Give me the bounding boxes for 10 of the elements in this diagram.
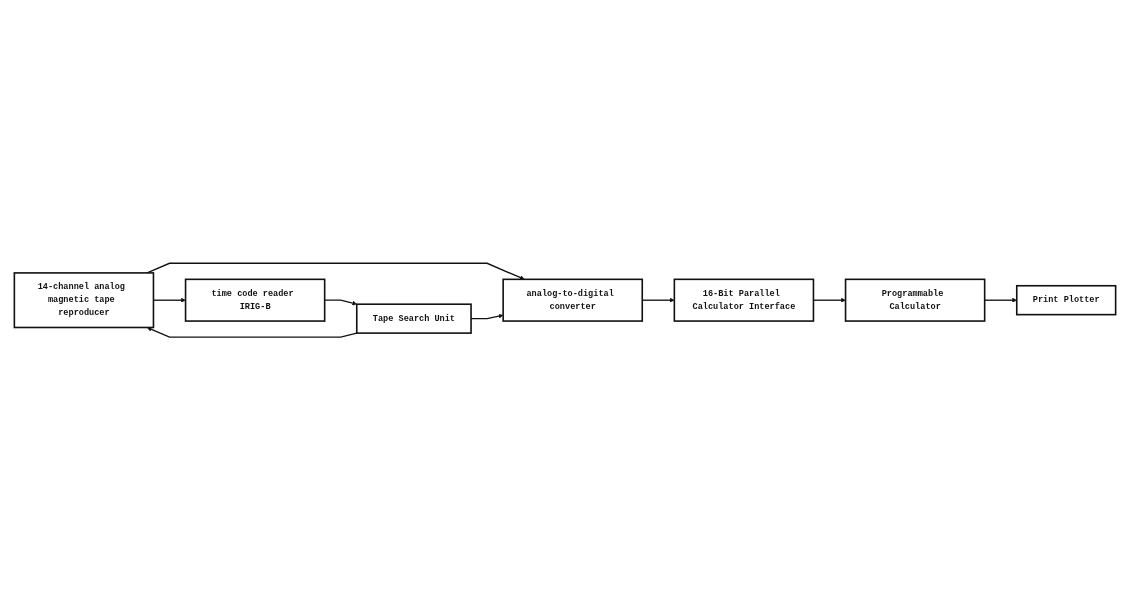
- node-box: 14-channel analog magnetic tape reproducer: [13, 271, 155, 329]
- arrow: [324, 299, 357, 306]
- arrow: [146, 326, 358, 338]
- node-box: Print Plotter: [1015, 284, 1117, 316]
- node-box: Tape Search Unit: [355, 303, 472, 334]
- arrow: [984, 297, 1017, 303]
- node-box: 16-Bit Parallel Calculator Interface: [673, 278, 815, 322]
- node-box: analog-to-digital converter: [502, 278, 644, 322]
- node-box: time code reader IRIG-B: [184, 278, 326, 322]
- node-box: Programmable Calculator: [844, 278, 986, 322]
